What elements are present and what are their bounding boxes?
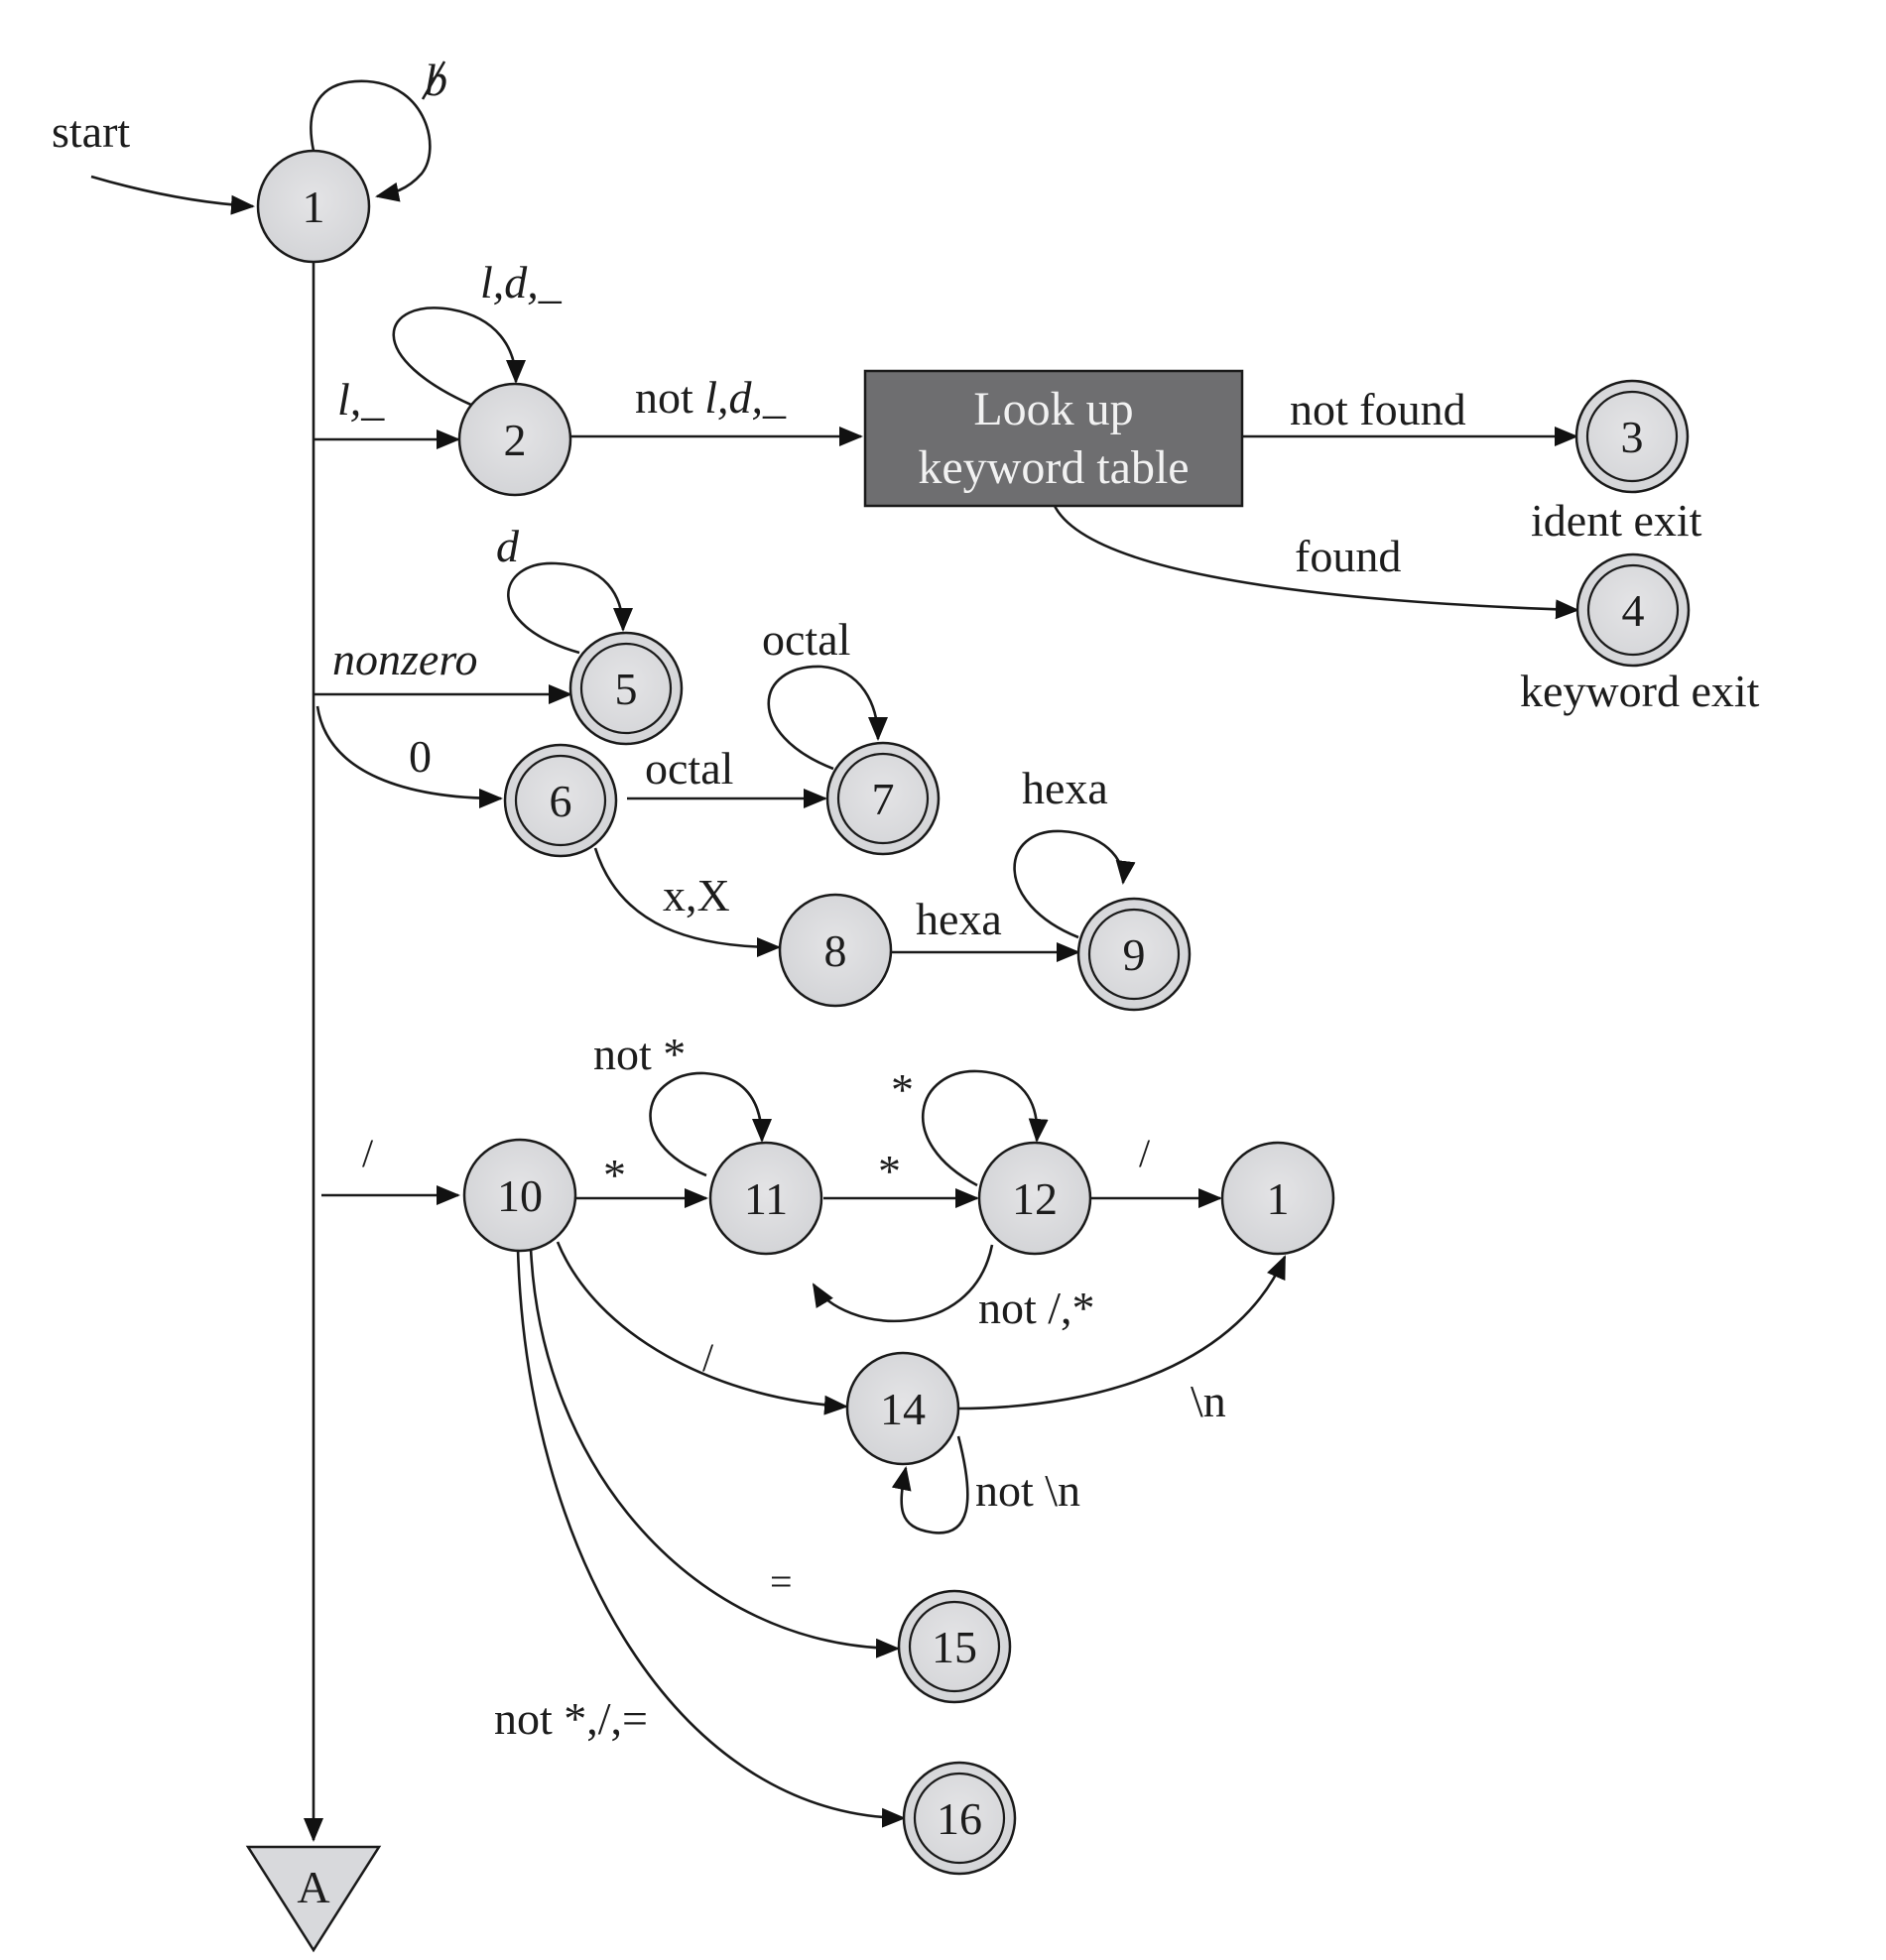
edge-lookup-4 (1052, 503, 1579, 620)
caption-keyword-exit: keyword exit (1520, 666, 1760, 716)
label-found: found (1295, 531, 1401, 581)
state-node-1: 1 (256, 149, 371, 264)
state-node-10-label: 10 (497, 1170, 543, 1221)
label-hexa-loop: hexa (1022, 763, 1108, 813)
state-node-2-label: 2 (504, 415, 527, 465)
edge-12-11 (812, 1244, 994, 1323)
label-d: d (496, 521, 520, 571)
label-star-10-11: * (603, 1150, 626, 1200)
label-hexa: hexa (916, 894, 1002, 944)
label-star-11-12: * (878, 1146, 901, 1196)
state-node-16-label: 16 (937, 1793, 982, 1844)
state-node-5-label: 5 (615, 664, 638, 714)
lookup-keyword-table-box: Look up keyword table (863, 369, 1244, 508)
state-node-2: 2 (457, 382, 572, 497)
state-node-7-label: 7 (872, 774, 895, 824)
blank-symbol: b (421, 55, 447, 105)
state-node-15-label: 15 (932, 1622, 977, 1672)
labels: start b l,d,_ l,_ not l,d,_ not found id… (52, 55, 1760, 1744)
edge-2-loop (392, 306, 526, 411)
state-node-11: 11 (708, 1141, 823, 1256)
state-node-6-label: 6 (550, 776, 572, 826)
state-node-11-label: 11 (744, 1173, 788, 1224)
state-node-3-label: 3 (1621, 412, 1644, 462)
edge-12-loop (922, 1069, 1049, 1187)
edge-10-16 (516, 1247, 906, 1828)
edge-11-loop (649, 1071, 772, 1177)
edges (90, 79, 1579, 1842)
state-node-14-label: 14 (880, 1384, 926, 1434)
state-node-16: 16 (902, 1761, 1017, 1876)
edge-7-loop (767, 665, 888, 771)
label-slash-1-10: / (362, 1131, 374, 1175)
state-node-12-label: 12 (1012, 1173, 1058, 1224)
state-node-9-label: 9 (1123, 929, 1146, 980)
state-node-14: 14 (845, 1351, 960, 1466)
edge-9-loop (1013, 829, 1136, 939)
lookup-box-line1: Look up (973, 383, 1133, 435)
state-node-12: 12 (977, 1141, 1092, 1256)
edge-10-14 (556, 1241, 848, 1415)
state-node-9: 9 (1076, 897, 1192, 1012)
state-node-4: 4 (1575, 552, 1691, 668)
start-label: start (52, 106, 130, 157)
connector-a-label: A (297, 1862, 329, 1912)
edge-5-loop (507, 561, 633, 655)
state-node-10: 10 (462, 1138, 577, 1253)
label-zero: 0 (409, 731, 432, 782)
label-not-star: not * (593, 1029, 686, 1079)
state-node-1-return-label: 1 (1267, 1173, 1290, 1224)
lookup-box-line2: keyword table (918, 441, 1189, 494)
state-node-15: 15 (897, 1589, 1012, 1704)
label-not-l-d-underscore: not l,d,_ (635, 372, 787, 423)
label-not-slash-star: not /,* (978, 1283, 1095, 1333)
label-slash-10-14: / (702, 1335, 714, 1380)
edge-6-8 (593, 847, 781, 957)
state-node-8-label: 8 (824, 925, 847, 976)
state-node-4-label: 4 (1622, 585, 1645, 636)
label-octal: octal (645, 743, 733, 794)
state-node-6: 6 (503, 743, 618, 858)
edge-14-loop (891, 1435, 969, 1534)
state-node-1-label: 1 (303, 182, 325, 232)
label-newline: \n (1191, 1376, 1226, 1426)
label-not-star-slash-eq: not *,/,= (494, 1693, 648, 1744)
state-node-8: 8 (778, 893, 893, 1008)
label-x-X: x,X (663, 870, 730, 920)
state-node-5: 5 (568, 631, 684, 746)
edge-1-loop-blank (310, 79, 432, 202)
nodes: 1 2 3 4 5 6 (245, 149, 1691, 1953)
caption-ident-exit: ident exit (1531, 495, 1702, 546)
label-l-d-underscore: l,d,_ (480, 257, 563, 307)
state-node-7: 7 (825, 741, 941, 856)
label-slash-12-1: / (1139, 1131, 1151, 1175)
state-node-3: 3 (1574, 379, 1690, 494)
edge-10-15 (529, 1247, 900, 1658)
label-nonzero: nonzero (332, 634, 478, 684)
connector-a: A (245, 1845, 382, 1953)
label-not-newline: not \n (975, 1465, 1080, 1516)
label-star-loop: * (891, 1064, 914, 1115)
label-equals: = (770, 1559, 793, 1604)
edge-1-6 (315, 705, 503, 808)
edge-14-1b (956, 1255, 1287, 1410)
label-l-underscore: l,_ (337, 374, 385, 425)
label-not-found: not found (1290, 384, 1466, 434)
label-octal-loop: octal (762, 614, 850, 665)
state-node-1-return: 1 (1220, 1141, 1335, 1256)
edge-start (90, 175, 255, 215)
